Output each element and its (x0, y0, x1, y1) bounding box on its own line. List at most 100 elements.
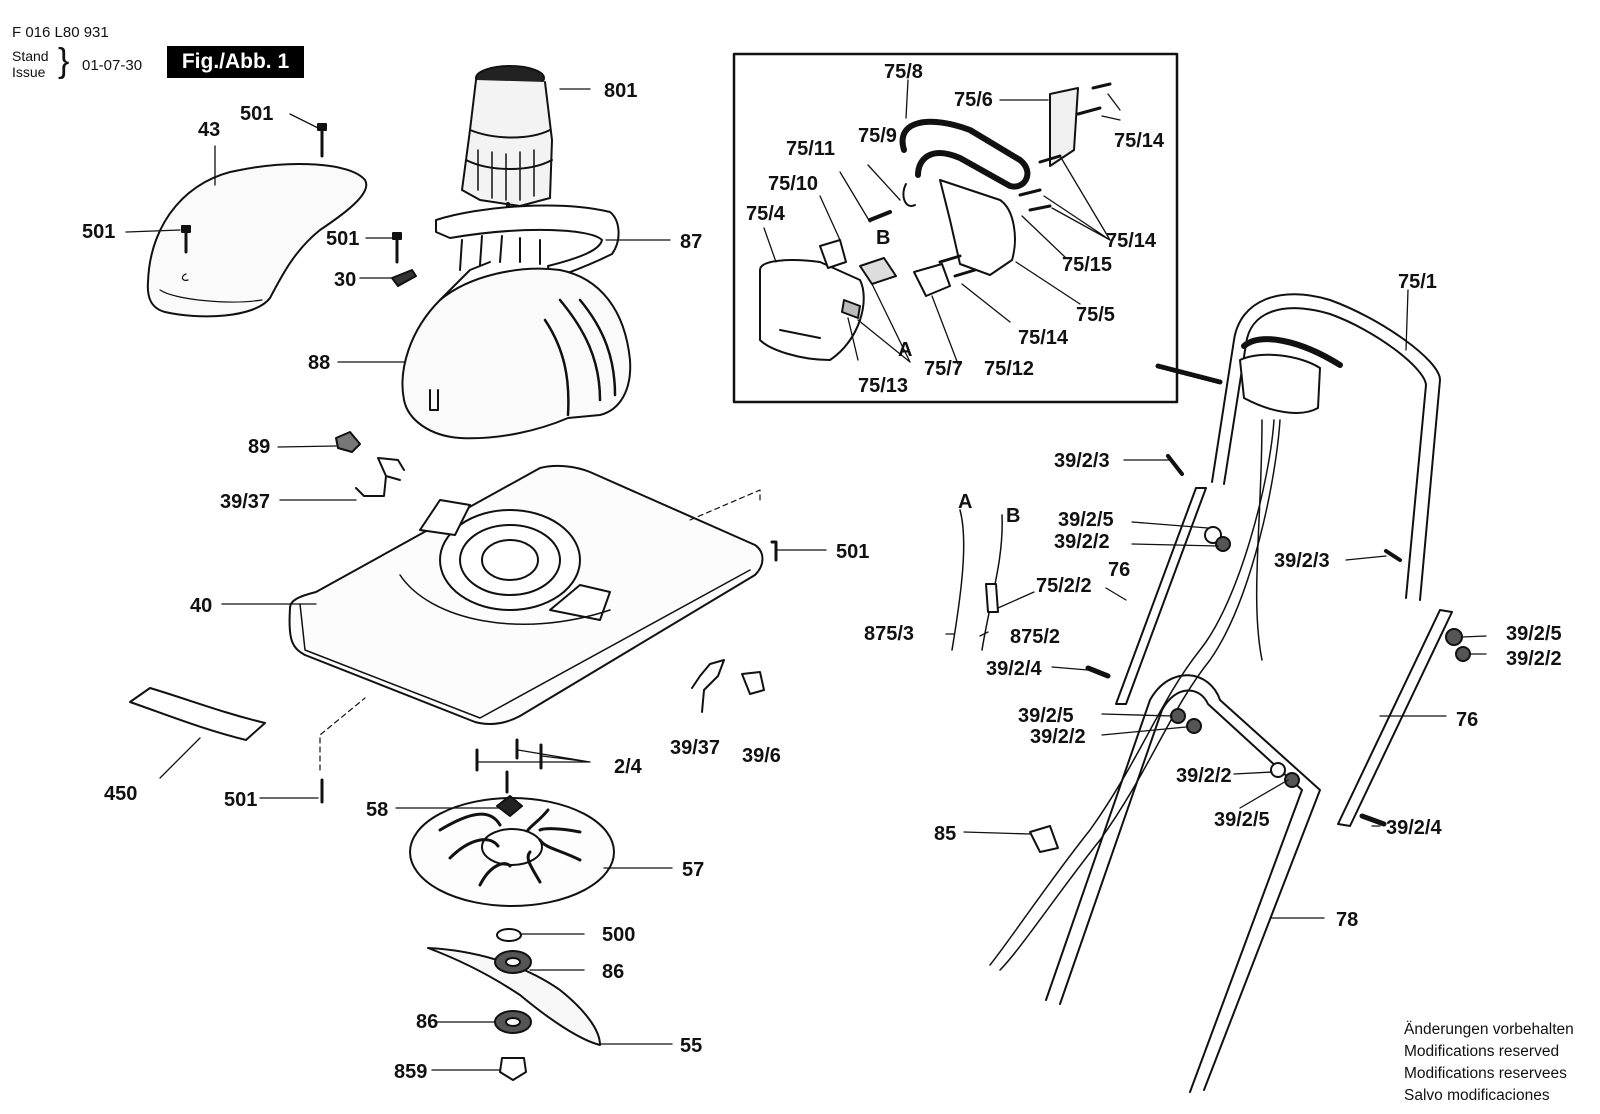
callout-859: 859 (394, 1061, 427, 1083)
upper-handle-part (1155, 293, 1441, 601)
nut-icon (1170, 526, 1471, 788)
callout-39-6: 39/6 (742, 745, 781, 767)
callout-86: 86 (416, 1011, 438, 1033)
callout-30: 30 (334, 269, 356, 291)
lower-handle-part (1045, 674, 1321, 1093)
callout-76: 76 (1456, 709, 1478, 731)
middle-tube-part (1337, 609, 1453, 827)
callout-875-3: 875/3 (864, 623, 914, 645)
clip-part (1029, 825, 1059, 853)
callout-450: 450 (104, 783, 137, 805)
callout-801: 801 (604, 80, 637, 102)
callout-39-2-5: 39/2/5 (1506, 623, 1562, 645)
screw-icon (1085, 454, 1402, 827)
callout-39-37: 39/37 (220, 491, 270, 513)
callout-75-10: 75/10 (768, 173, 818, 195)
callout-39-2-2: 39/2/2 (1054, 531, 1110, 553)
footer-line-de: Änderungen vorbehalten (1404, 1021, 1574, 1038)
pin-part (741, 671, 765, 695)
callout-labels: 801 43 501 501 501 87 30 88 89 39/37 501… (82, 61, 1562, 1083)
callout-39-2-5: 39/2/5 (1214, 809, 1270, 831)
footer-line-es: Salvo modificaciones (1404, 1087, 1550, 1104)
callout-75-4: 75/4 (746, 203, 786, 225)
callout-75-12: 75/12 (984, 358, 1034, 380)
bracket-part (355, 457, 405, 497)
label-strip-part (129, 687, 266, 741)
callout-39-2-3: 39/2/3 (1274, 550, 1330, 572)
callout-501: 501 (224, 789, 257, 811)
callout-501: 501 (836, 541, 869, 563)
stand-label: Stand (12, 48, 49, 64)
inset-detail-frame (732, 52, 1179, 404)
callout-39-2-2: 39/2/2 (1506, 648, 1562, 670)
callout-89: 89 (248, 436, 270, 458)
callout-501: 501 (82, 221, 115, 243)
callout-75-1: 75/1 (1398, 271, 1437, 293)
callout-75-8: 75/8 (884, 61, 923, 83)
screw-icon (320, 540, 778, 804)
callout-75-14: 75/14 (1018, 327, 1069, 349)
callout-75-9: 75/9 (858, 125, 897, 147)
bracket-part (691, 659, 725, 713)
callout-57: 57 (682, 859, 704, 881)
callout-75-15: 75/15 (1062, 254, 1112, 276)
callout-75-2-2: 75/2/2 (1036, 575, 1092, 597)
fan-part (409, 795, 615, 907)
motor-part (461, 65, 553, 216)
callout-500: 500 (602, 924, 635, 946)
bearing-part (494, 950, 532, 1034)
clip-part (391, 269, 417, 287)
washer-part (496, 928, 522, 942)
cable-b-part (981, 514, 1003, 651)
callout-88: 88 (308, 352, 330, 374)
deck-part (288, 464, 764, 771)
callout-39-2-4: 39/2/4 (1386, 817, 1442, 839)
callout-75-14: 75/14 (1106, 230, 1157, 252)
callout-b-cable: B (1006, 505, 1020, 527)
callout-75-7: 75/7 (924, 358, 963, 380)
cable-part (989, 419, 1275, 966)
callout-85: 85 (934, 823, 956, 845)
stand-issue-label: Stand Issue (12, 48, 49, 80)
switch-housing-part (759, 82, 1112, 361)
footer-line-en: Modifications reserved (1404, 1043, 1560, 1060)
callout-87: 87 (680, 231, 702, 253)
document-number: F 016 L80 931 (12, 24, 109, 41)
callout-76: 76 (1108, 559, 1130, 581)
brace-symbol: } (58, 42, 70, 80)
figure-label: Fig./Abb. 1 (167, 46, 304, 78)
footer-notes: Änderungen vorbehalten Modifications res… (1404, 1019, 1574, 1107)
motor-housing-part (401, 235, 632, 440)
callout-40: 40 (190, 595, 212, 617)
issue-label: Issue (12, 64, 46, 80)
callout-75-6: 75/6 (954, 89, 993, 111)
callout-b-inset: B (876, 227, 890, 249)
callout-a-inset: A (898, 339, 912, 361)
callout-75-13: 75/13 (858, 375, 908, 397)
callout-39-2-3: 39/2/3 (1054, 450, 1110, 472)
callout-875-2: 875/2 (1010, 626, 1060, 648)
nut-part (499, 1057, 527, 1081)
callout-86: 86 (602, 961, 624, 983)
callout-39-2-4: 39/2/4 (986, 658, 1042, 680)
callout-43: 43 (198, 119, 220, 141)
cable-part (999, 419, 1281, 971)
callout-55: 55 (680, 1035, 702, 1057)
callout-75-5: 75/5 (1076, 304, 1115, 326)
callout-58: 58 (366, 799, 388, 821)
callout-39-2-2: 39/2/2 (1176, 765, 1232, 787)
footer-line-fr: Modifications reservees (1404, 1065, 1567, 1082)
callout-a-cable: A (958, 491, 972, 513)
callout-75-14: 75/14 (1114, 130, 1165, 152)
cable-gland-part (335, 431, 361, 453)
callout-39-2-2: 39/2/2 (1030, 726, 1086, 748)
cable-a-part (951, 509, 965, 651)
hood-part (146, 163, 368, 318)
issue-date: 01-07-30 (82, 57, 143, 74)
callout-2-4: 2/4 (614, 756, 643, 778)
callout-39-37: 39/37 (670, 737, 720, 759)
callout-75-11: 75/11 (786, 138, 835, 160)
callout-39-2-5: 39/2/5 (1058, 509, 1114, 531)
callout-501: 501 (326, 228, 359, 250)
